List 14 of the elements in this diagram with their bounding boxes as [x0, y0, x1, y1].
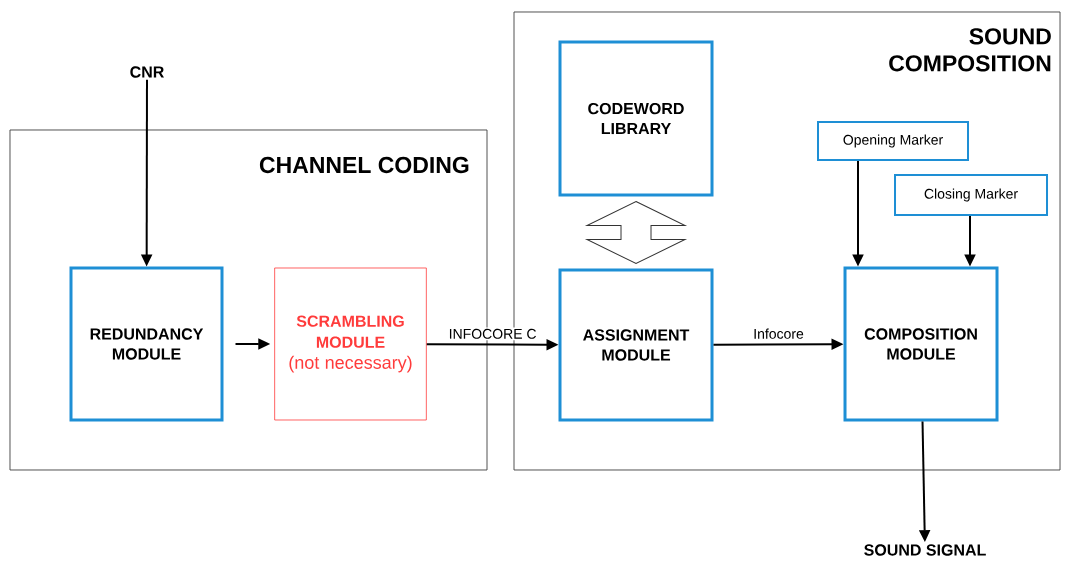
- terminal-label: SOUND SIGNAL: [864, 544, 986, 556]
- edge-label: INFOCORE C: [447, 327, 539, 341]
- block-arrow: [586, 201, 686, 264]
- panel-title: CHANNEL CODING: [259, 156, 469, 174]
- marker-box: Closing Marker: [894, 174, 1048, 216]
- terminal-label: CNR: [130, 66, 164, 78]
- marker-box: Opening Marker: [817, 121, 969, 161]
- module-box: CODEWORD LIBRARY: [558, 40, 714, 197]
- module-box: REDUNDANCY MODULE: [69, 266, 224, 422]
- module-box: COMPOSITION MODULE: [843, 266, 999, 422]
- edge-label: Infocore: [751, 327, 806, 341]
- module-box: SCRAMBLING MODULE (not necessary): [274, 267, 427, 421]
- panel-title: SOUND COMPOSITION: [889, 28, 1051, 72]
- module-box: ASSIGNMENT MODULE: [558, 268, 714, 422]
